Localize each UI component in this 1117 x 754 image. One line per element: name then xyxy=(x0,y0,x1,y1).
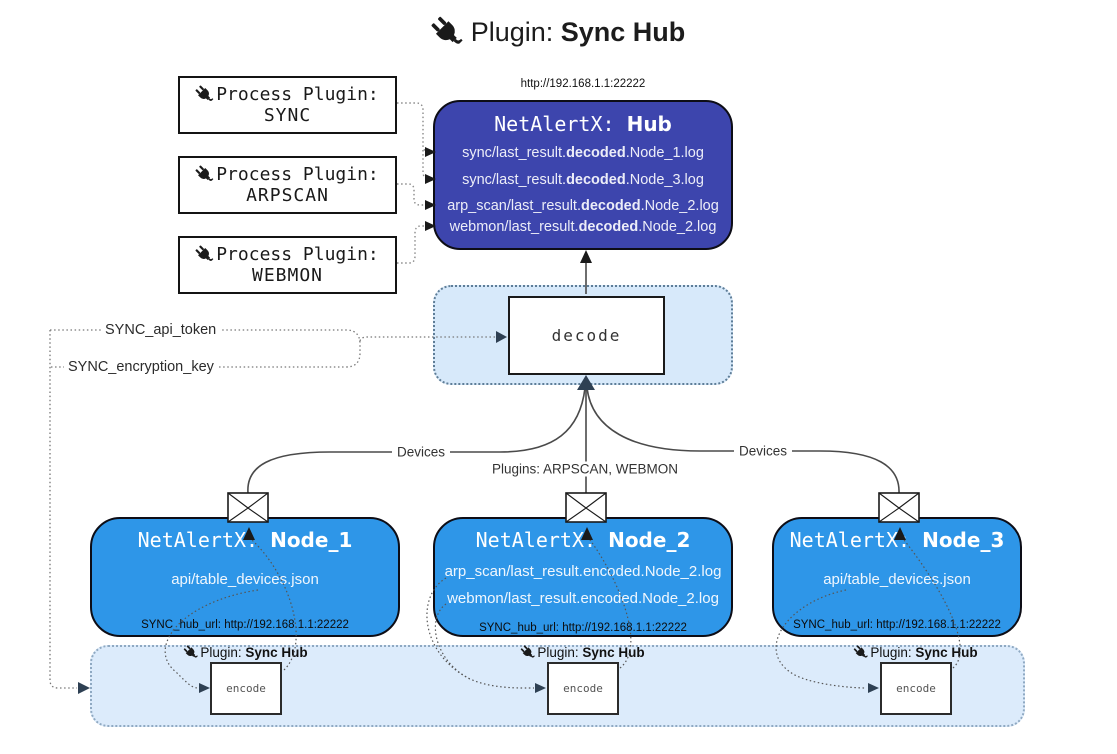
encode-box: encode xyxy=(210,662,282,715)
page-title: Plugin: Sync Hub xyxy=(427,13,686,52)
process-plugin-name: ARPSCAN xyxy=(246,185,329,206)
process-plugin-label: Process Plugin: xyxy=(216,244,379,265)
page-title-text: Plugin: Sync Hub xyxy=(470,17,686,47)
connector-sync-to-hub xyxy=(397,102,432,180)
process-plugin-name: SYNC xyxy=(263,105,312,126)
hub-box: NetAlertX: Hub sync/last_result.decoded.… xyxy=(433,100,733,250)
node3-box: NetAlertX: Node_3 api/table_devices.json… xyxy=(772,517,1022,637)
node-hub-url: SYNC_hub_url: http://192.168.1.1:22222 xyxy=(479,622,687,634)
plug-icon xyxy=(193,243,216,266)
encode-box: encode xyxy=(547,662,619,715)
encoder-label: Plugin: Sync Hub xyxy=(519,643,645,662)
edge-label-plugins: Plugins: ARPSCAN, WEBMON xyxy=(486,461,684,477)
plug-icon xyxy=(519,643,537,662)
node1-box: NetAlertX: Node_1 api/table_devices.json… xyxy=(90,517,400,637)
plug-icon xyxy=(427,13,466,52)
connector-arpscan-to-hub xyxy=(397,183,432,206)
plug-icon xyxy=(182,643,200,662)
decode-box: decode xyxy=(508,296,665,375)
plug-icon xyxy=(193,163,216,186)
process-plugin-box-sync: Process Plugin: SYNC xyxy=(178,76,397,134)
sync-encryption-key-label: SYNC_encryption_key xyxy=(64,359,218,375)
node-file-line: api/table_devices.json xyxy=(171,571,319,588)
hub-title: NetAlertX: Hub xyxy=(494,112,672,136)
edge-label-devices-right: Devices xyxy=(733,443,793,459)
node-file-line: arp_scan/last_result.encoded.Node_2.log xyxy=(444,563,722,580)
node-title: NetAlertX: Node_2 xyxy=(475,528,691,552)
process-plugin-box-arpscan: Process Plugin: ARPSCAN xyxy=(178,156,397,214)
sync-api-token-label: SYNC_api_token xyxy=(101,322,221,338)
node-hub-url: SYNC_hub_url: http://192.168.1.1:22222 xyxy=(793,619,1001,631)
hub-log-line: sync/last_result.decoded.Node_3.log xyxy=(462,172,704,188)
hub-log-line: arp_scan/last_result.decoded.Node_2.log xyxy=(447,198,719,214)
process-plugin-label: Process Plugin: xyxy=(216,84,379,105)
node-title: NetAlertX: Node_3 xyxy=(789,528,1005,552)
process-plugin-label: Process Plugin: xyxy=(216,164,379,185)
node-hub-url: SYNC_hub_url: http://192.168.1.1:22222 xyxy=(141,619,349,631)
plug-icon xyxy=(193,83,216,106)
encoder-label: Plugin: Sync Hub xyxy=(182,643,308,662)
node-title: NetAlertX: Node_1 xyxy=(137,528,353,552)
connector-keys xyxy=(49,329,507,694)
edge-label-devices-left: Devices xyxy=(391,444,451,460)
hub-log-line: webmon/last_result.decoded.Node_2.log xyxy=(449,219,717,235)
node-file-line: webmon/last_result.encoded.Node_2.log xyxy=(447,590,719,607)
encoder-label: Plugin: Sync Hub xyxy=(852,643,978,662)
connector-webmon-to-hub xyxy=(397,225,432,264)
node2-box: NetAlertX: Node_2 arp_scan/last_result.e… xyxy=(433,517,733,637)
process-plugin-box-webmon: Process Plugin: WEBMON xyxy=(178,236,397,294)
node-file-line: api/table_devices.json xyxy=(823,571,971,588)
hub-url-label: http://192.168.1.1:22222 xyxy=(520,78,646,90)
plug-icon xyxy=(852,643,870,662)
process-plugin-name: WEBMON xyxy=(251,265,324,286)
encode-box: encode xyxy=(880,662,952,715)
hub-log-line: sync/last_result.decoded.Node_1.log xyxy=(462,145,704,161)
